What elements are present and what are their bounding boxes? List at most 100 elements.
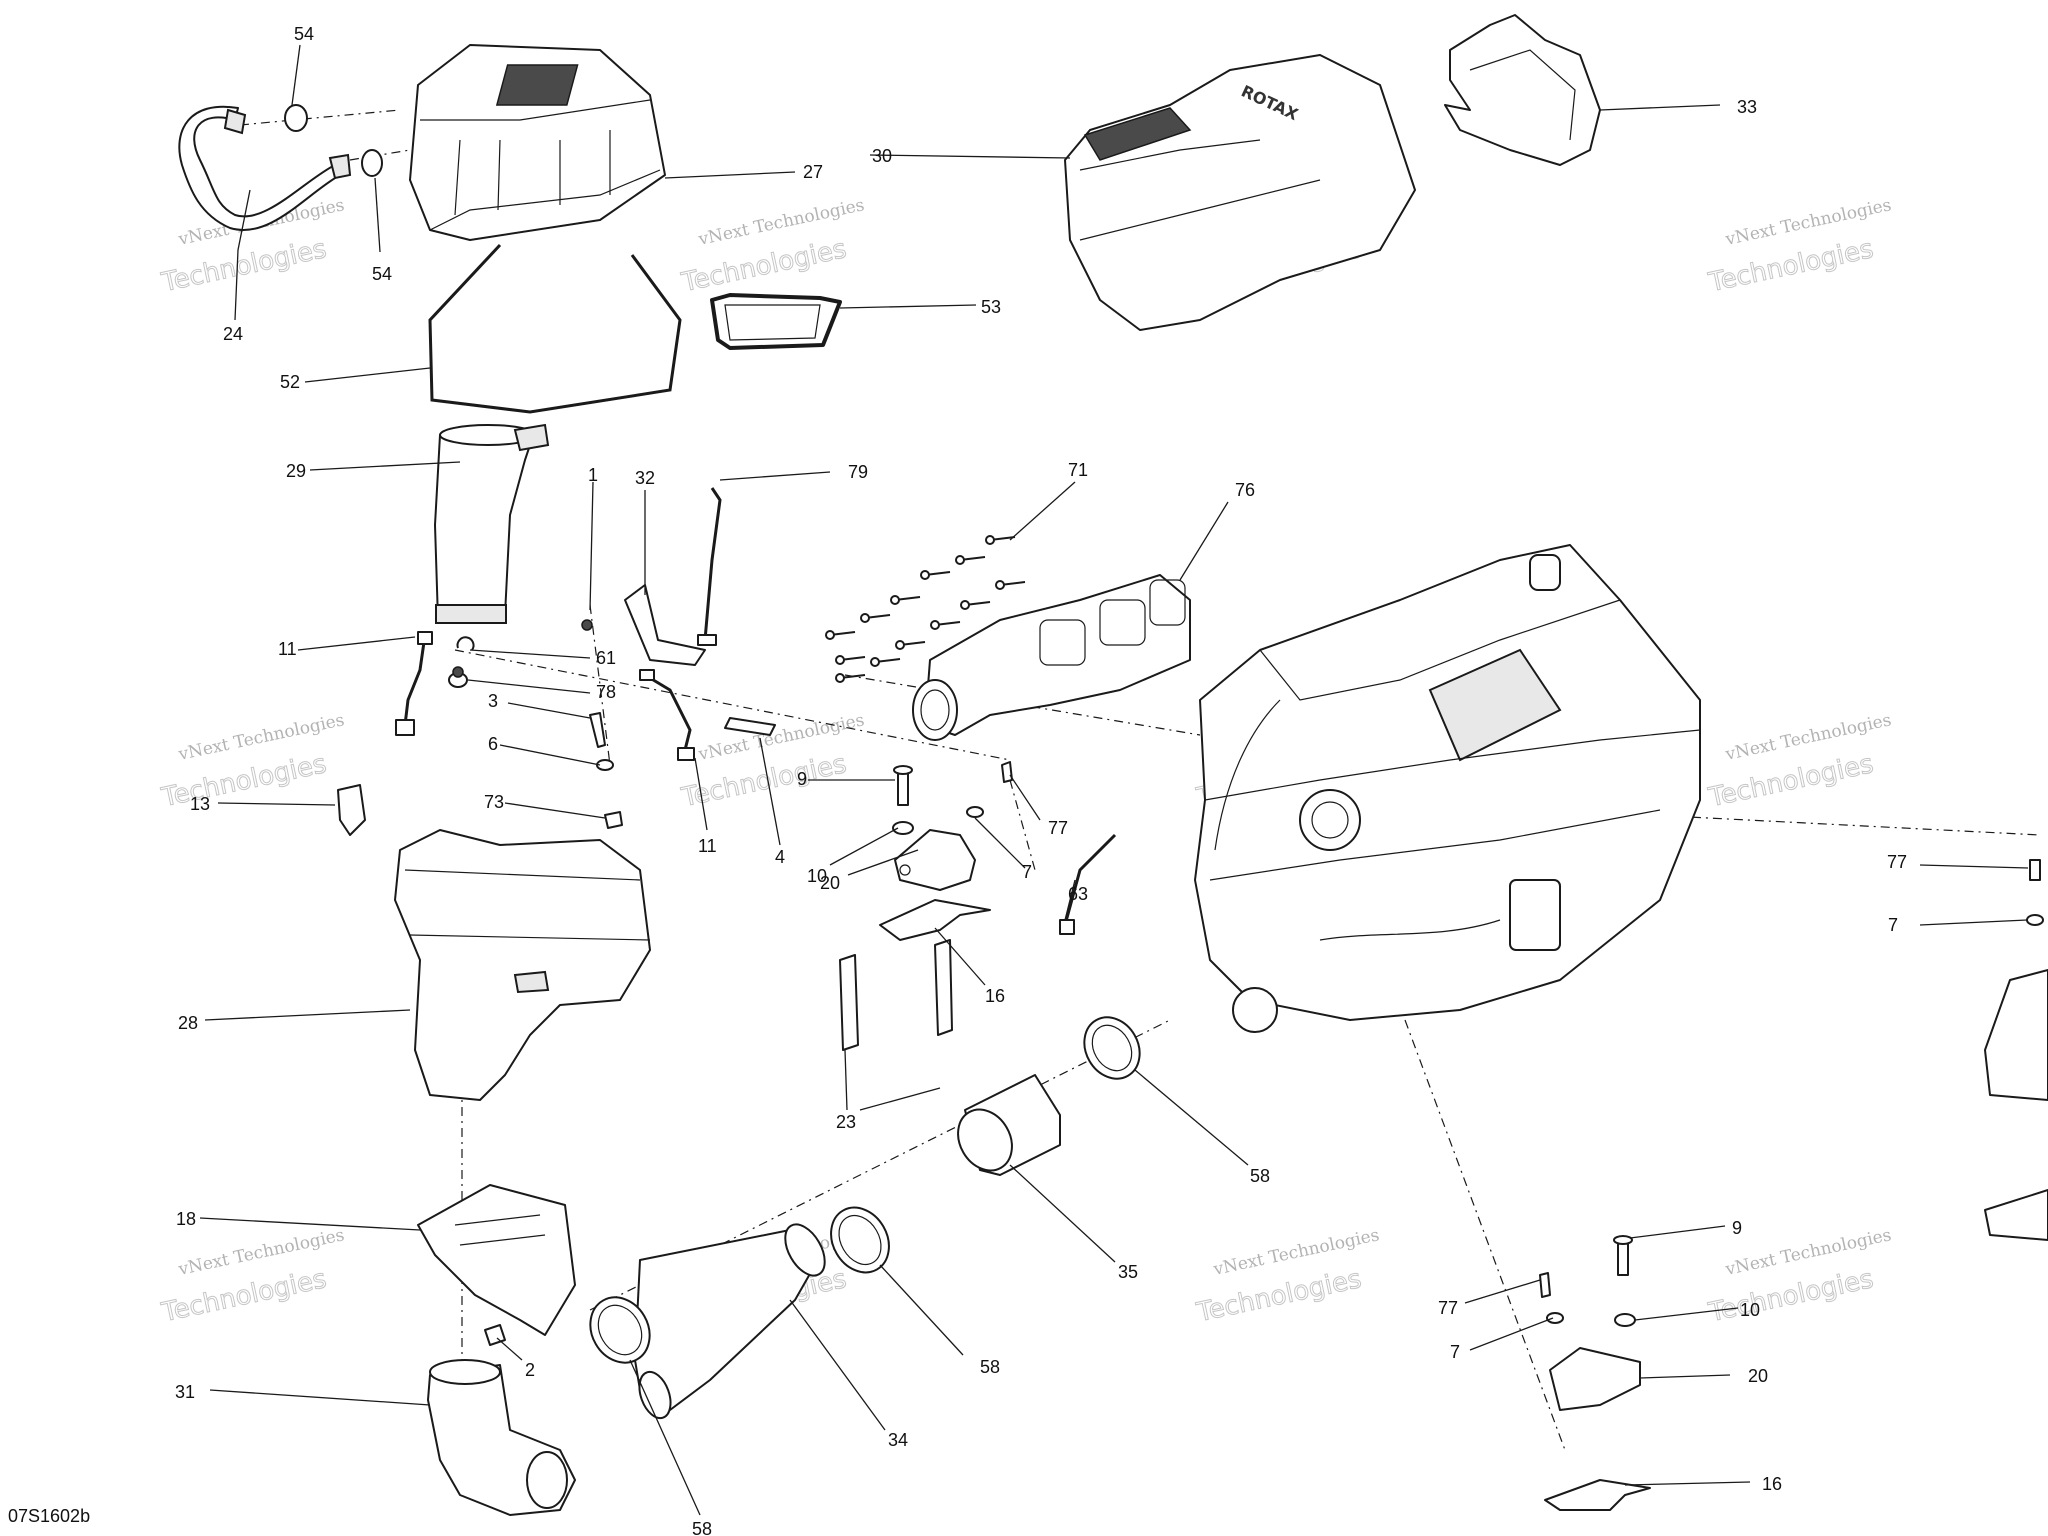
callout-33: 33 <box>1737 97 1757 117</box>
part-27-airbox-cover <box>409 44 666 241</box>
part-1-bolt <box>581 619 593 631</box>
callout-58: 58 <box>1250 1166 1270 1186</box>
callout-16: 16 <box>985 986 1005 1006</box>
callout-29: 29 <box>286 461 306 481</box>
callout-6: 6 <box>488 734 498 754</box>
callout-32: 32 <box>635 468 655 488</box>
part-58-clamp-b <box>830 1206 890 1274</box>
watermark: vNext Technologies Technologies <box>1705 710 1893 814</box>
callouts: 54 54 24 27 30 33 53 52 29 1 32 79 71 76… <box>175 24 1907 1536</box>
callout-20: 20 <box>1748 1366 1768 1386</box>
callout-73: 73 <box>484 792 504 812</box>
callout-34: 34 <box>888 1430 908 1450</box>
callout-61: 61 <box>596 648 616 668</box>
callout-2: 2 <box>525 1360 535 1380</box>
part-20-engine-mount-mid <box>894 829 976 891</box>
part-7-washer-right-top <box>2026 914 2044 926</box>
part-11-cable-right <box>639 669 695 761</box>
callout-58: 58 <box>980 1357 1000 1377</box>
part-77-bolt-mid <box>1001 761 1013 783</box>
callout-52: 52 <box>280 372 300 392</box>
watermark: vNext Technologies Technologies <box>158 195 346 299</box>
watermark: vNext Technologies Technologies <box>1705 1225 1893 1329</box>
part-53-seal <box>710 293 842 350</box>
part-79-sensor-wire <box>697 487 722 646</box>
callout-54: 54 <box>372 264 392 284</box>
part-78-grommet <box>448 666 468 688</box>
part-3-bolt <box>589 712 606 748</box>
part-23-bracket-left <box>839 954 859 1051</box>
watermark: vNext Technologies Technologies <box>678 195 866 299</box>
part-54-clamp-lower <box>361 149 383 177</box>
diagram-reference-code: 07S1602b <box>8 1506 90 1526</box>
callout-28: 28 <box>178 1013 198 1033</box>
callout-76: 76 <box>1235 480 1255 500</box>
callout-71: 71 <box>1068 460 1088 480</box>
part-34-duct <box>634 1223 826 1420</box>
leader-lines <box>199 44 2029 1516</box>
part-35-coupler <box>957 1074 1061 1176</box>
callout-11: 11 <box>698 836 717 856</box>
callout-23: 23 <box>836 1112 856 1132</box>
callout-35: 35 <box>1118 1262 1138 1282</box>
callout-13: 13 <box>190 794 210 814</box>
callout-77: 77 <box>1048 818 1068 838</box>
callout-54: 54 <box>294 24 314 44</box>
part-9-bolt-mid <box>893 765 913 806</box>
callout-53: 53 <box>981 297 1001 317</box>
callout-18: 18 <box>176 1209 196 1229</box>
callout-7: 7 <box>1888 915 1898 935</box>
callout-4: 4 <box>775 847 785 867</box>
part-20-mount-right <box>1549 1347 1641 1411</box>
callout-78: 78 <box>596 682 616 702</box>
part-58-clamp-c <box>1083 1016 1141 1080</box>
part-23-bracket-right <box>934 939 953 1036</box>
part-7-washer-mid <box>966 806 984 818</box>
part-32-bracket <box>624 584 706 666</box>
callout-79: 79 <box>848 462 868 482</box>
part-77-bolt-right-top <box>2029 859 2041 881</box>
part-58-clamp-a <box>589 1296 651 1364</box>
part-73-clip <box>604 811 623 829</box>
part-9-bolt-right <box>1613 1235 1633 1276</box>
part-10-washer-right <box>1614 1313 1636 1327</box>
part-77-bolt-right <box>1539 1272 1551 1298</box>
callout-77: 77 <box>1887 852 1907 872</box>
part-76-intake-manifold <box>912 574 1191 741</box>
part-18-air-guide <box>417 1184 576 1336</box>
callout-16: 16 <box>1762 1474 1782 1494</box>
part-16-plate-mid <box>879 899 991 941</box>
callout-27: 27 <box>803 162 823 182</box>
part-54-clamp-upper <box>284 104 308 132</box>
part-10-washer-mid <box>892 821 914 835</box>
part-61-clip <box>456 636 475 651</box>
part-20-mount-right-edge <box>1984 969 2048 1101</box>
callout-10: 10 <box>1740 1300 1760 1320</box>
part-29-intake-tube <box>434 423 550 624</box>
part-13-clip <box>337 784 366 836</box>
callout-31: 31 <box>175 1382 195 1402</box>
callout-9: 9 <box>797 769 807 789</box>
part-16-plate-right <box>1544 1479 1651 1511</box>
part-33-side-cover <box>1444 14 1601 166</box>
callout-9: 9 <box>1732 1218 1742 1238</box>
part-11-cable-left <box>395 631 433 736</box>
part-24-hose <box>178 105 352 231</box>
engine-assembly <box>1194 544 1701 1033</box>
part-16-plate-right-edge <box>1984 1189 2048 1241</box>
callout-20: 20 <box>820 873 840 893</box>
part-4-label <box>724 717 776 736</box>
part-52-strap <box>428 243 682 414</box>
callout-63: 63 <box>1068 884 1088 904</box>
part-7-washer-right <box>1546 1312 1564 1324</box>
callout-7: 7 <box>1022 862 1032 882</box>
callout-58: 58 <box>692 1519 712 1536</box>
part-28-airbox-body <box>394 829 651 1101</box>
watermark: vNext Technologies Technologies <box>1193 1225 1381 1329</box>
callout-7: 7 <box>1450 1342 1460 1362</box>
callout-10: 10 <box>807 866 827 886</box>
callout-24: 24 <box>223 324 243 344</box>
part-31-elbow-duct <box>427 1359 576 1516</box>
part-71-bolts <box>825 535 1026 683</box>
